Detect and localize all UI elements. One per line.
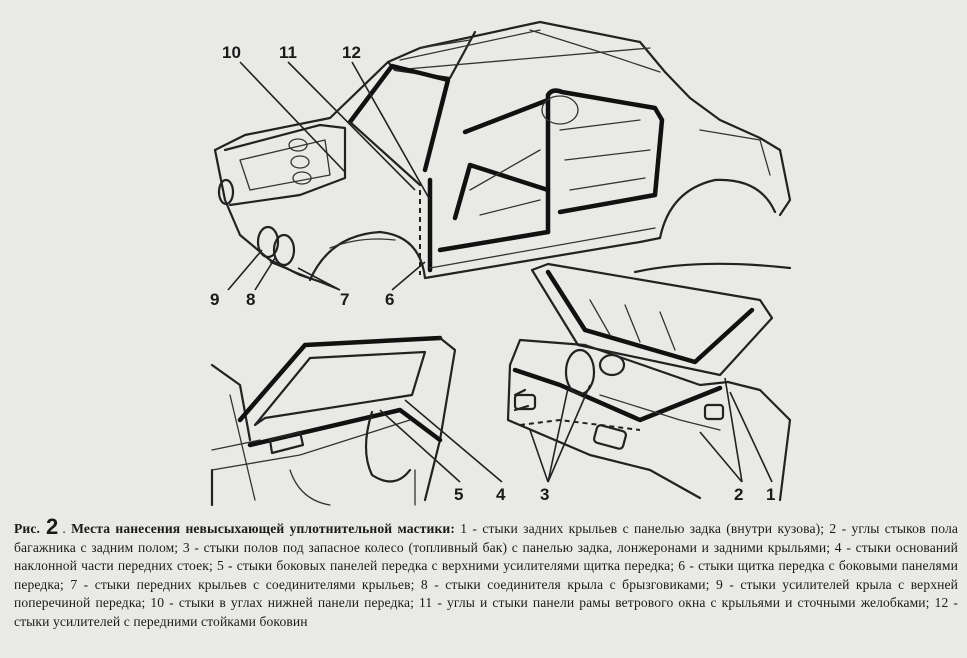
- windshield-detail-drawing: [210, 335, 457, 507]
- caption-text: 1 - стыки задних крыльев с панелью задка…: [14, 521, 958, 629]
- callout-labels: 10 11 12 9 8 7 6 5 4 3 2 1: [210, 43, 775, 504]
- callout-7: 7: [340, 290, 349, 309]
- caption-prefix: Рис.: [14, 521, 40, 536]
- callout-4: 4: [496, 485, 506, 504]
- callout-leader-lines: [227, 61, 773, 483]
- callout-2: 2: [734, 485, 743, 504]
- callout-6: 6: [385, 290, 394, 309]
- caption-separator: .: [62, 521, 66, 536]
- callout-3: 3: [540, 485, 549, 504]
- body-sealing-illustration: 10 11 12 9 8 7 6 5 4 3 2 1: [210, 20, 792, 507]
- callout-9: 9: [210, 290, 219, 309]
- callout-1: 1: [766, 485, 775, 504]
- callout-10: 10: [222, 43, 241, 62]
- figure-caption: Рис. 2. Места нанесения невысыхающей упло…: [14, 516, 958, 654]
- trunk-detail-drawing: [506, 262, 792, 502]
- caption-title: Места нанесения невысыхающей уплотнитель…: [71, 521, 455, 536]
- callout-12: 12: [342, 43, 361, 62]
- callout-11: 11: [279, 43, 297, 62]
- callout-8: 8: [246, 290, 255, 309]
- caption-figure-number: 2: [45, 514, 59, 539]
- car-body-drawing: [213, 20, 792, 287]
- callout-5: 5: [454, 485, 463, 504]
